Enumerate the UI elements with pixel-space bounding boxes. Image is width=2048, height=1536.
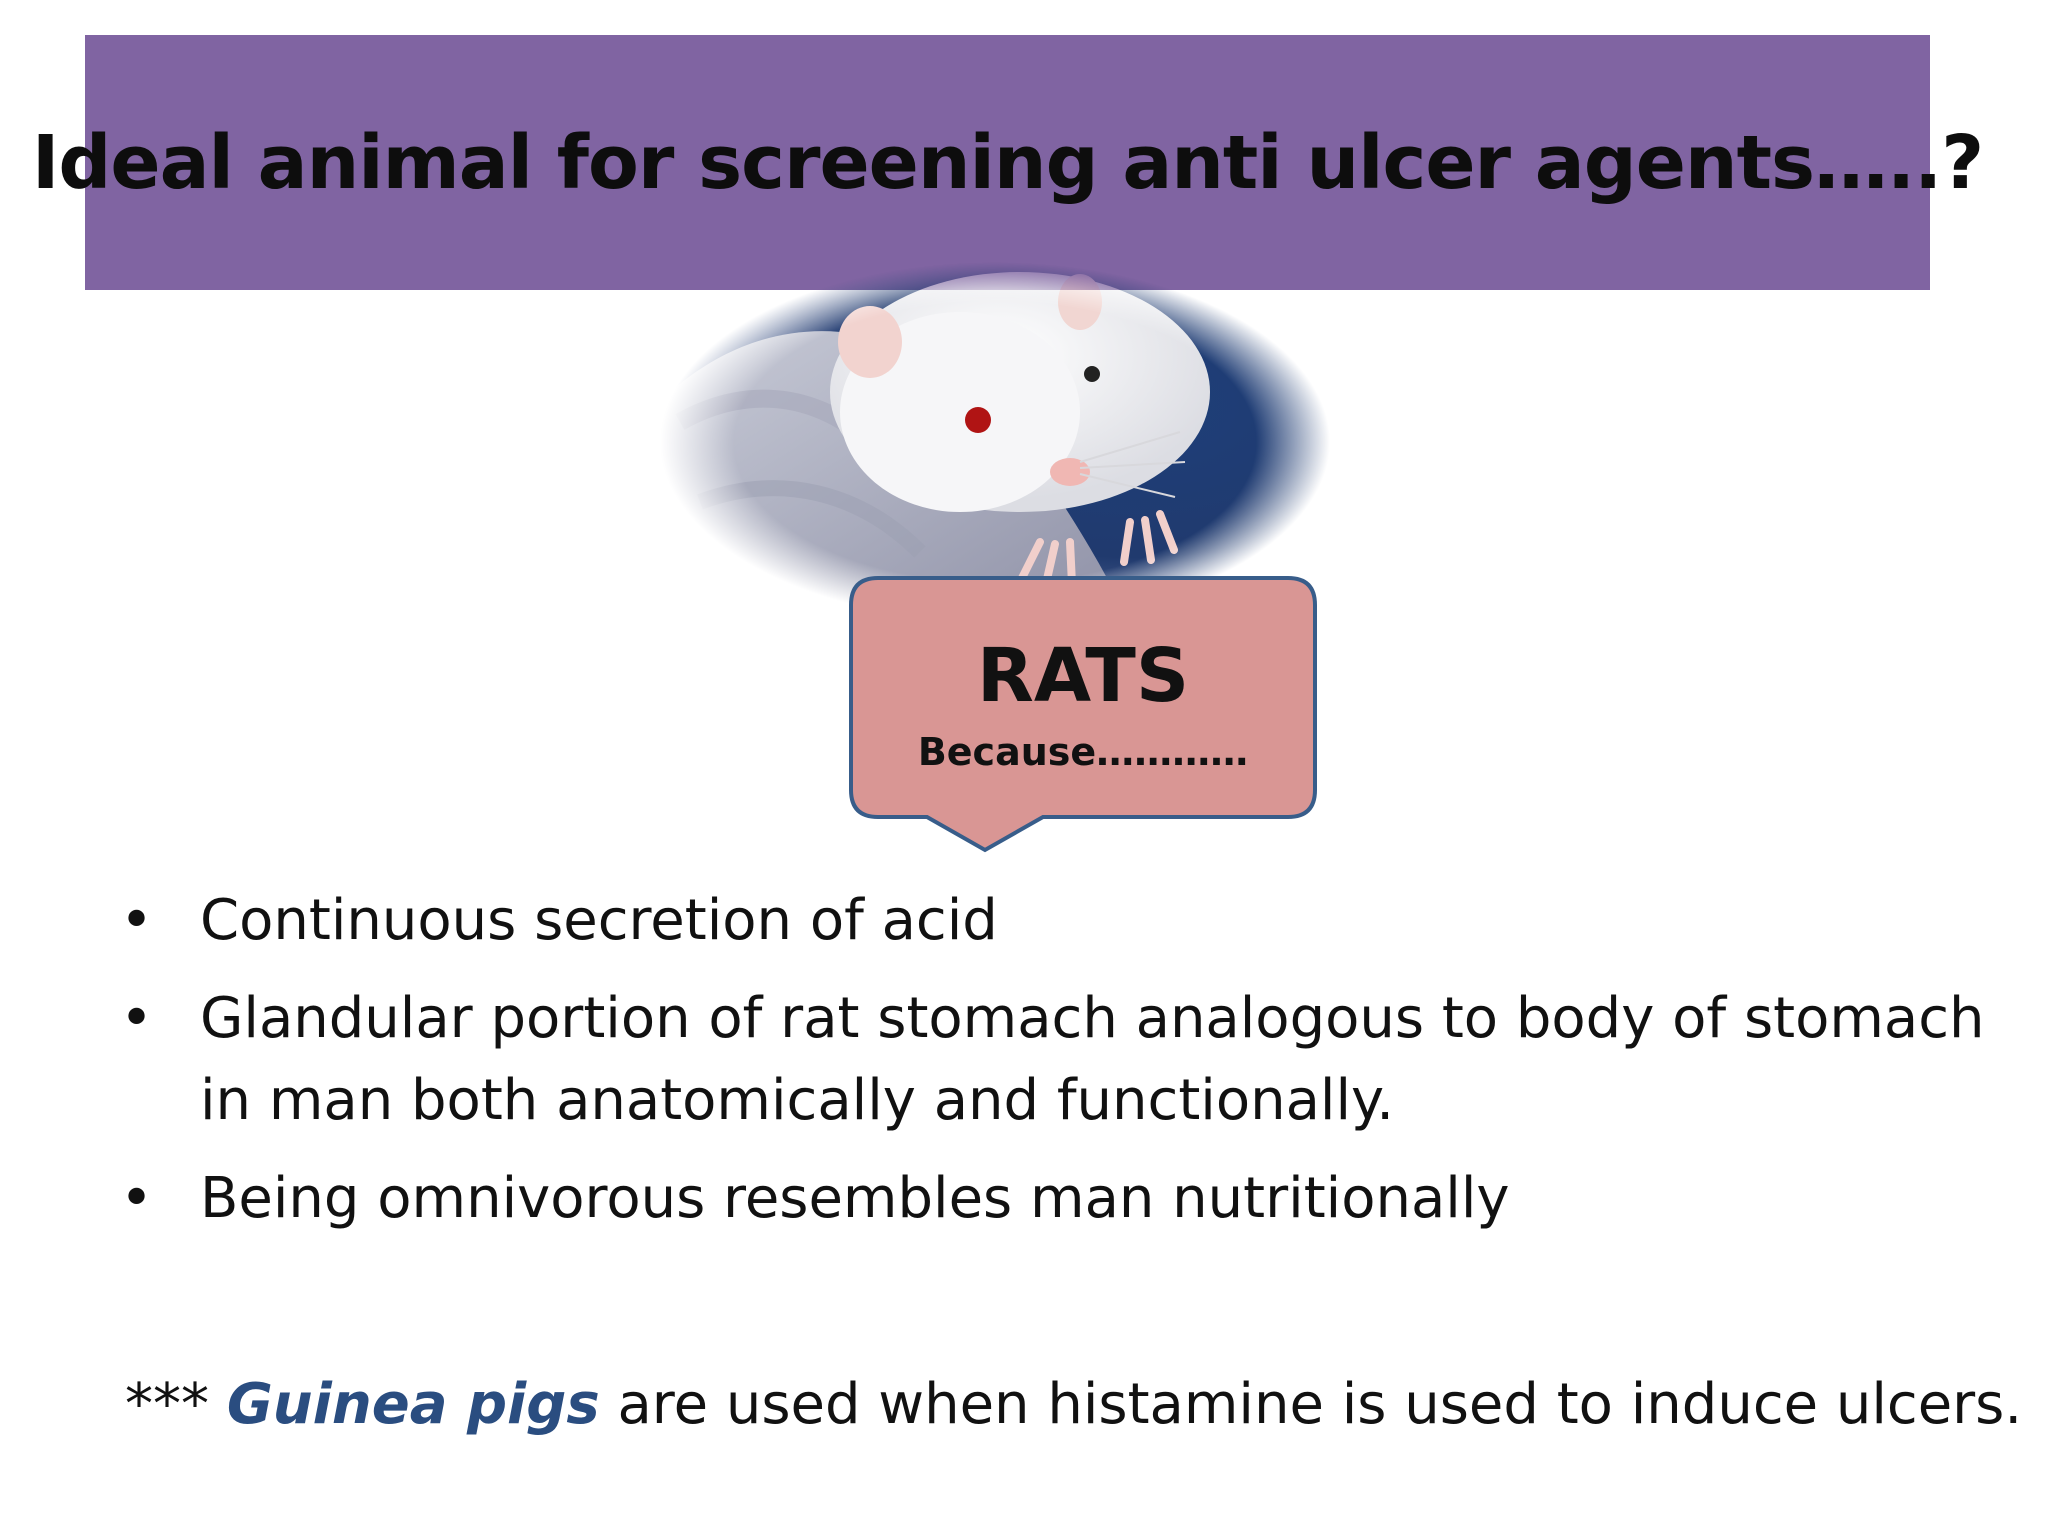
bullet-icon: • xyxy=(120,1166,154,1231)
footnote-suffix: are used when histamine is used to induc… xyxy=(599,1372,2023,1437)
callout-subheading: Because………… xyxy=(917,730,1249,774)
bullet-text: Glandular portion of rat stomach analogo… xyxy=(200,986,1985,1133)
bullet-text: Continuous secretion of acid xyxy=(200,888,998,953)
footnote-emphasis: Guinea pigs xyxy=(226,1372,600,1437)
list-item: • Being omnivorous resembles man nutriti… xyxy=(120,1158,2000,1240)
footnote-prefix: *** xyxy=(125,1372,227,1437)
list-item: • Glandular portion of rat stomach analo… xyxy=(120,978,2000,1142)
title-banner: Ideal animal for screening anti ulcer ag… xyxy=(32,35,1984,290)
bullet-icon: • xyxy=(120,888,154,953)
bullet-icon: • xyxy=(120,986,154,1051)
rat-photo xyxy=(660,262,1330,622)
rats-callout: RATS Because………… xyxy=(848,575,1318,855)
bullet-text: Being omnivorous resembles man nutrition… xyxy=(200,1166,1510,1231)
list-item: • Continuous secretion of acid xyxy=(120,880,2000,962)
footnote: *** Guinea pigs are used when histamine … xyxy=(125,1365,2022,1445)
callout-heading: RATS xyxy=(976,633,1190,719)
reasons-list: • Continuous secretion of acid • Glandul… xyxy=(120,880,2000,1256)
slide-title: Ideal animal for screening anti ulcer ag… xyxy=(31,119,1984,206)
